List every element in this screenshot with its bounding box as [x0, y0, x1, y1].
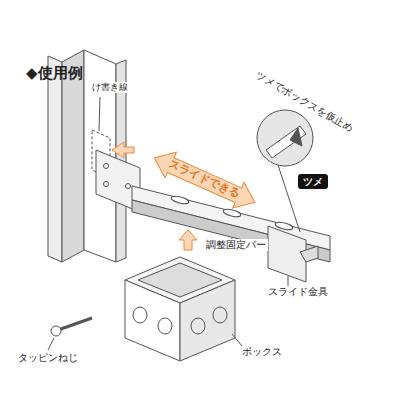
orange-arrow: [112, 142, 134, 158]
title: ◆使用例: [26, 64, 83, 82]
knockout: [133, 307, 147, 323]
leader-line: [48, 338, 54, 350]
part-label: スライドできる: [167, 157, 243, 200]
knockout: [213, 307, 227, 323]
part-label: タッピンねじ: [16, 352, 80, 364]
slide-fitting: [268, 226, 306, 282]
leader-line: [232, 334, 242, 346]
leader-line: [99, 97, 100, 131]
knockout: [191, 318, 205, 334]
part-label: ボックス: [240, 346, 284, 358]
box-right-face: [180, 280, 235, 361]
part-label: 調整固定バー: [204, 239, 268, 251]
knockout: [158, 318, 172, 334]
detail-circle: [257, 110, 313, 166]
claw-tag: ツメ: [298, 174, 328, 189]
part-label: け書き線: [90, 82, 130, 93]
bracket-hole: [104, 182, 109, 187]
orange-arrow: [179, 230, 197, 250]
detail-claw: [290, 128, 302, 146]
leader-line: [288, 276, 289, 286]
detail-bar: [266, 126, 306, 158]
box-left-face: [125, 280, 180, 361]
bar-slot: [223, 208, 242, 218]
bar-slot: [171, 195, 190, 205]
slide-arrow: [149, 145, 261, 215]
detail-leader: [278, 165, 300, 232]
part-label: スライド金具: [266, 286, 330, 298]
bracket-hole: [126, 184, 131, 189]
adjust-bar-face: [132, 200, 330, 262]
screw-shank: [58, 318, 92, 330]
bracket-hole: [104, 164, 109, 169]
stud-lip: [48, 56, 62, 262]
slide-fitting-tab: [300, 246, 318, 262]
tag-text: ツメ: [303, 175, 323, 188]
screw-head: [51, 326, 61, 336]
